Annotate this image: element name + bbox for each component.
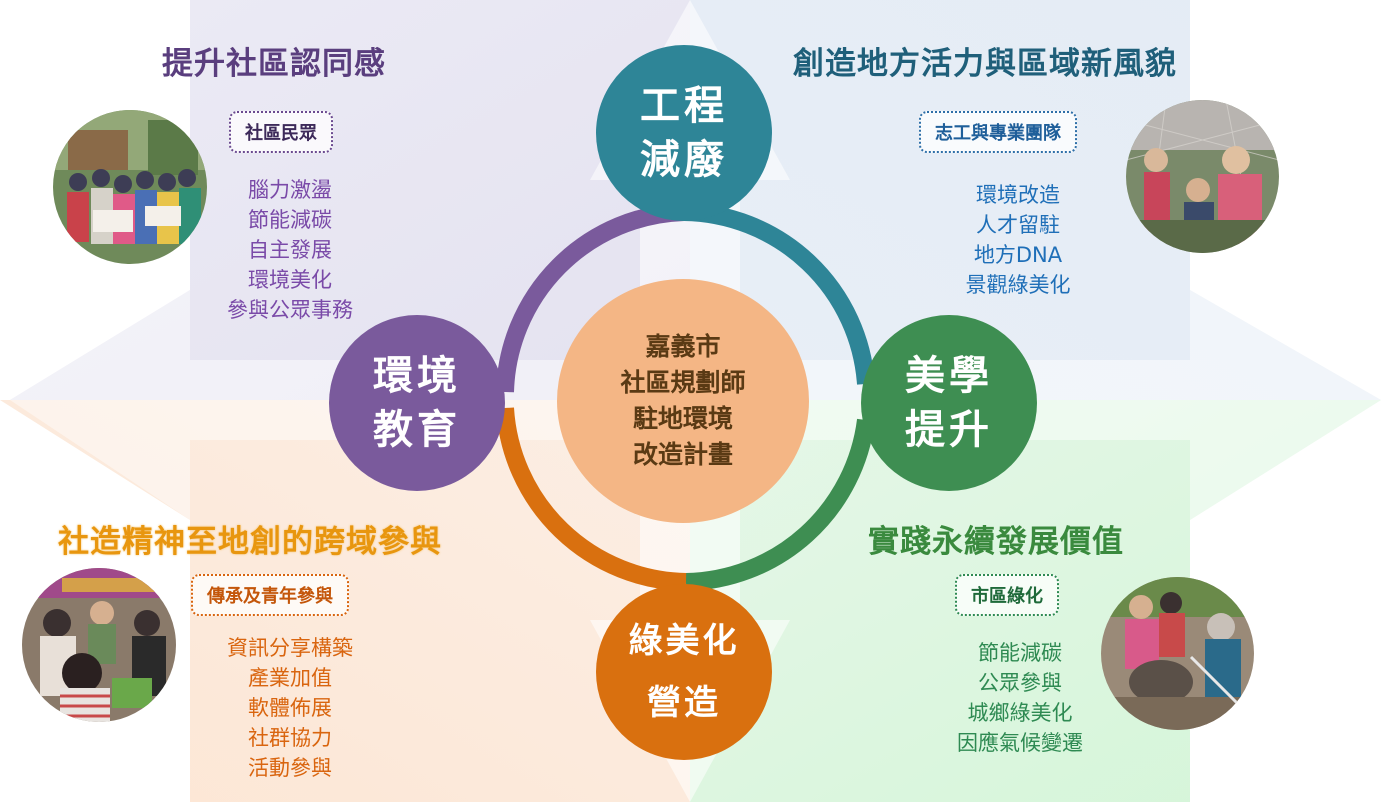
node-education-line-2: 教育 — [373, 407, 461, 453]
list-item: 節能減碳 — [248, 208, 332, 232]
photo-youth-participation — [22, 568, 176, 722]
list-item: 自主發展 — [248, 238, 332, 262]
list-item: 景觀綠美化 — [965, 273, 1071, 297]
node-greening-line-1: 綠美化 — [628, 621, 740, 661]
node-engineering-line-2: 減廢 — [640, 137, 728, 183]
list-item: 節能減碳 — [978, 641, 1062, 665]
list-bottom-left: 資訊分享構築 產業加值 軟體佈展 社群協力 活動參與 — [200, 633, 380, 783]
node-aesthetics-line-2: 提升 — [905, 407, 993, 453]
list-item: 人才留駐 — [976, 213, 1060, 237]
tag-community-residents: 社區民眾 — [229, 111, 333, 153]
center-line-4: 改造計畫 — [632, 440, 733, 469]
list-item: 城鄉綠美化 — [967, 701, 1073, 725]
node-education-line-1: 環境 — [373, 353, 461, 399]
node-greening: 綠美化 營造 — [596, 584, 772, 760]
node-aesthetics: 美學 提升 — [861, 315, 1037, 491]
list-item: 參與公眾事務 — [227, 298, 353, 322]
center-line-2: 社區規劃師 — [620, 368, 746, 397]
node-greening-line-2: 營造 — [647, 683, 721, 723]
tag-urban-greening: 市區綠化 — [955, 574, 1059, 616]
tag-volunteers-team: 志工與專業團隊 — [919, 111, 1077, 153]
photo-greening-work — [1101, 577, 1254, 730]
quadrant-top-right — [690, 0, 1381, 400]
list-item: 腦力激盪 — [248, 178, 332, 202]
center-circle: 嘉義市 社區規劃師 駐地環境 改造計畫 — [557, 279, 809, 523]
list-item: 環境美化 — [248, 268, 332, 292]
ring-arc-green — [685, 418, 875, 591]
quadrant-top-left — [10, 0, 690, 400]
ring-arc-orange — [496, 407, 687, 591]
title-bottom-right: 實踐永續發展價值 — [868, 524, 1124, 560]
title-bottom-left: 社造精神至地創的跨域參與 — [58, 524, 442, 560]
ring-arc-teal — [683, 203, 875, 385]
list-item: 資訊分享構築 — [227, 636, 353, 660]
center-line-3: 駐地環境 — [632, 404, 733, 433]
list-item: 社群協力 — [248, 726, 332, 750]
list-item: 活動參與 — [248, 756, 332, 780]
photo-volunteers — [1126, 100, 1279, 253]
photo-community-crowd — [53, 110, 207, 264]
title-top-right: 創造地方活力與區域新風貌 — [793, 46, 1177, 82]
list-bottom-right: 節能減碳 公眾參與 城鄉綠美化 因應氣候變遷 — [935, 638, 1105, 758]
list-top-right: 環境改造 人才留駐 地方DNA 景觀綠美化 — [938, 180, 1098, 300]
title-top-left: 提升社區認同感 — [162, 46, 386, 82]
list-item: 公眾參與 — [978, 671, 1062, 695]
list-item: 環境改造 — [976, 183, 1060, 207]
list-item: 軟體佈展 — [248, 696, 332, 720]
ring-arc-purple — [496, 203, 685, 393]
node-engineering-line-1: 工程 — [640, 83, 728, 129]
node-aesthetics-line-1: 美學 — [905, 353, 993, 399]
node-education: 環境 教育 — [329, 315, 505, 491]
list-item: 地方DNA — [973, 243, 1063, 267]
tag-heritage-youth: 傳承及青年參與 — [191, 574, 349, 616]
node-engineering: 工程 減廢 — [596, 45, 772, 221]
center-line-1: 嘉義市 — [645, 332, 721, 361]
list-item: 產業加值 — [248, 666, 332, 690]
list-top-left: 腦力激盪 節能減碳 自主發展 環境美化 參與公眾事務 — [210, 175, 370, 325]
list-item: 因應氣候變遷 — [957, 731, 1083, 755]
